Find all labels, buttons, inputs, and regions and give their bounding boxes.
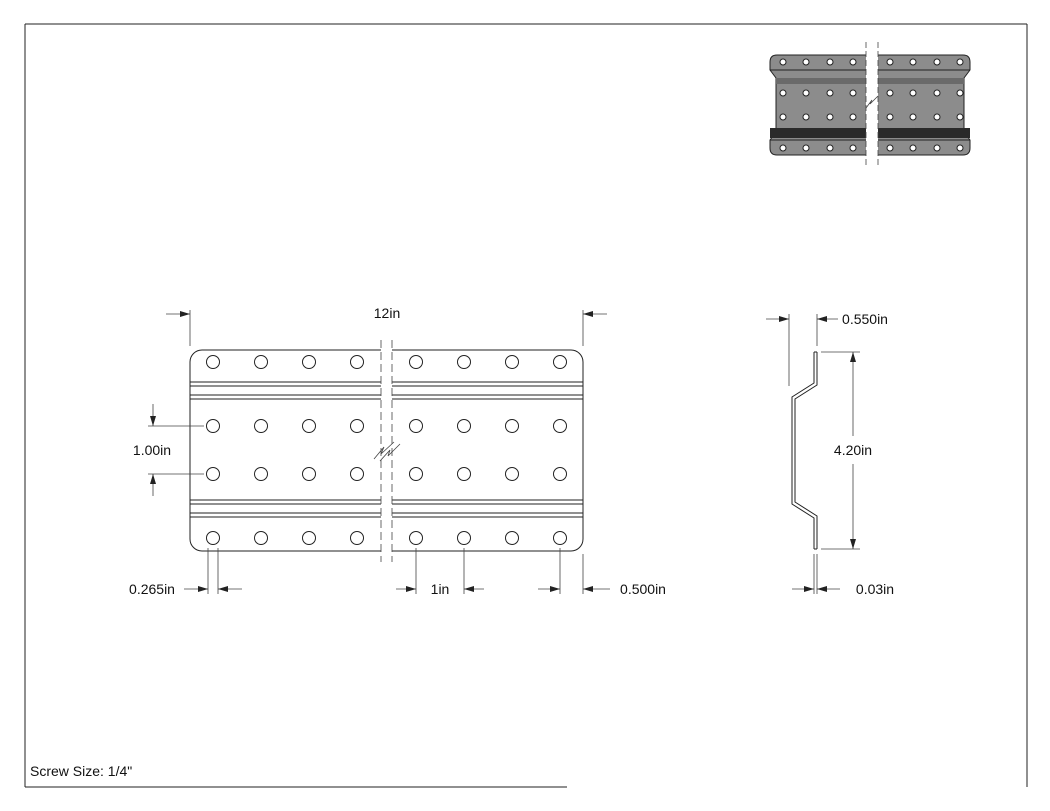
screw-hole (254, 419, 268, 433)
dim-overall-length: 12in (166, 305, 607, 346)
screw-hole (909, 113, 917, 121)
screw-hole (802, 113, 810, 121)
iso-hole-pattern (779, 58, 964, 152)
screw-hole (802, 144, 810, 152)
screw-hole (350, 467, 364, 481)
screw-hole (826, 144, 834, 152)
screw-hole (254, 355, 268, 369)
screw-hole (849, 58, 857, 66)
screw-hole (886, 144, 894, 152)
dim-offset-depth-label: 0.550in (842, 311, 888, 327)
screw-hole (826, 58, 834, 66)
screw-hole (350, 531, 364, 545)
dim-offset-depth: 0.550in (766, 311, 888, 386)
screw-hole (909, 144, 917, 152)
screw-hole (302, 355, 316, 369)
screw-hole (779, 144, 787, 152)
screw-hole (909, 58, 917, 66)
screw-hole (956, 89, 964, 97)
side-profile-view (791, 351, 818, 550)
screw-hole (826, 113, 834, 121)
screw-hole (849, 89, 857, 97)
screw-hole (409, 467, 423, 481)
screw-hole (779, 89, 787, 97)
screw-hole (505, 419, 519, 433)
screw-hole (350, 355, 364, 369)
screw-hole (254, 467, 268, 481)
screw-hole (254, 531, 268, 545)
screw-hole (956, 58, 964, 66)
screw-hole (505, 467, 519, 481)
screw-hole (553, 355, 567, 369)
screw-hole (933, 113, 941, 121)
screw-hole (886, 113, 894, 121)
screw-hole (206, 355, 220, 369)
screw-size-note: Screw Size: 1/4" (30, 763, 132, 779)
screw-hole (802, 89, 810, 97)
dim-thickness: 0.03in (792, 554, 894, 597)
screw-hole (505, 355, 519, 369)
dim-thickness-label: 0.03in (856, 581, 894, 597)
dim-hole-edge-offset-label: 0.265in (129, 581, 175, 597)
screw-hole (553, 419, 567, 433)
screw-hole (206, 531, 220, 545)
screw-hole (849, 144, 857, 152)
screw-hole (206, 467, 220, 481)
screw-hole (206, 419, 220, 433)
screw-hole (886, 89, 894, 97)
screw-hole (886, 58, 894, 66)
isometric-view (769, 42, 971, 166)
screw-hole (505, 531, 519, 545)
dim-hole-pitch-label: 1in (431, 581, 450, 597)
screw-hole (956, 144, 964, 152)
dim-end-hole-offset-label: 0.500in (620, 581, 666, 597)
front-hole-pattern (206, 355, 567, 545)
screw-hole (457, 531, 471, 545)
screw-hole (933, 89, 941, 97)
screw-hole (909, 89, 917, 97)
dim-hole-row-spacing: 1.00in (133, 404, 204, 496)
screw-hole (409, 531, 423, 545)
dim-overall-length-label: 12in (374, 305, 400, 321)
screw-hole (933, 58, 941, 66)
screw-hole (302, 467, 316, 481)
dim-hole-pitch: 1in (396, 548, 484, 597)
screw-hole (457, 467, 471, 481)
screw-hole (802, 58, 810, 66)
screw-hole (457, 419, 471, 433)
screw-hole (849, 113, 857, 121)
dim-end-hole-offset: 0.500in (538, 548, 666, 597)
screw-hole (457, 355, 471, 369)
front-view (189, 340, 584, 562)
screw-hole (933, 144, 941, 152)
screw-hole (826, 89, 834, 97)
dim-overall-height-label: 4.20in (834, 442, 872, 458)
screw-hole (409, 419, 423, 433)
screw-hole (409, 355, 423, 369)
screw-hole (779, 113, 787, 121)
drawing-border (24, 23, 1028, 788)
dim-hole-row-spacing-label: 1.00in (133, 442, 171, 458)
screw-hole (553, 531, 567, 545)
screw-hole (779, 58, 787, 66)
screw-hole (302, 419, 316, 433)
dim-hole-edge-offset: 0.265in (129, 548, 242, 597)
screw-hole (956, 113, 964, 121)
screw-hole (553, 467, 567, 481)
screw-hole (302, 531, 316, 545)
screw-hole (350, 419, 364, 433)
dim-overall-height: 4.20in (821, 351, 872, 550)
